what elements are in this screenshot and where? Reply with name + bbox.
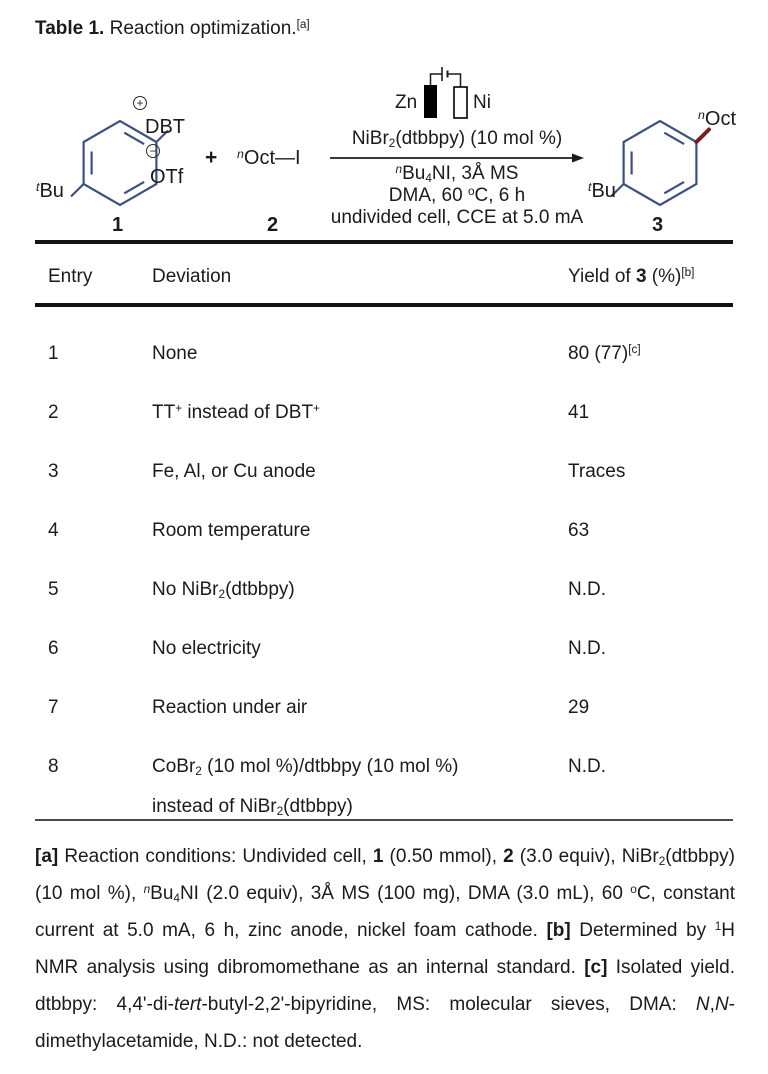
column-header-entry: Entry xyxy=(48,266,93,287)
yield-cell: 80 (77)[c] xyxy=(568,343,641,364)
benzene-ring-3-drawing xyxy=(610,119,711,207)
arrow-head xyxy=(572,153,584,163)
entry-cell: 6 xyxy=(48,638,59,659)
new-c-c-bond xyxy=(694,127,711,144)
dbt-bond xyxy=(155,129,169,143)
table-body: 1 None 80 (77)[c] 2 TT+ instead of DBT+ … xyxy=(0,334,768,818)
zn-electrode-icon xyxy=(424,85,437,118)
entry-cell: 2 xyxy=(48,402,59,423)
entry-cell: 7 xyxy=(48,697,59,718)
battery-electrodes-icon xyxy=(424,67,468,119)
table-row: 2 TT+ instead of DBT+ 41 xyxy=(0,393,768,452)
double-bond xyxy=(123,180,145,195)
deviation-cell: Room temperature xyxy=(152,520,311,541)
yield-cell: N.D. xyxy=(568,638,606,659)
table-row: 8 CoBr2 (10 mol %)/dtbbpy (10 mol %)inst… xyxy=(0,747,768,818)
right-wire xyxy=(447,73,462,87)
additive-line: nBu4NI, 3Å MS xyxy=(395,163,519,186)
plus-charge-sign: + xyxy=(136,96,144,110)
table-row: 1 None 80 (77)[c] xyxy=(0,334,768,393)
electrochemical-cell: Zn Ni xyxy=(385,66,515,130)
dbt-label: DBT xyxy=(145,116,185,138)
deviation-cell: CoBr2 (10 mol %)/dtbbpy (10 mol %)instea… xyxy=(152,756,459,819)
oct-label: nOct xyxy=(698,107,737,130)
anode-label: Zn xyxy=(395,92,418,113)
tbu-bond xyxy=(610,183,625,198)
tbu-label: tBu xyxy=(588,179,616,202)
yield-cell: 63 xyxy=(568,520,590,541)
table-title: Table 1. Reaction optimization.[a] xyxy=(35,18,310,39)
cell-current-line: undivided cell, CCE at 5.0 mA xyxy=(330,207,584,228)
deviation-cell: Fe, Al, or Cu anode xyxy=(152,461,316,482)
column-header-deviation: Deviation xyxy=(152,266,232,287)
entry-cell: 4 xyxy=(48,520,59,541)
yield-cell: 29 xyxy=(568,697,590,718)
alkyl-iodide-label: nOct—I xyxy=(237,146,301,169)
yield-cell: N.D. xyxy=(568,579,606,600)
reaction-arrow xyxy=(330,153,584,163)
entry-cell: 8 xyxy=(48,756,59,777)
compound-number-1: 1 xyxy=(112,214,124,236)
tbu-label: tBu xyxy=(36,179,64,202)
otf-label: OTf xyxy=(150,166,184,188)
thin-rule-bottom xyxy=(35,819,733,821)
double-bond xyxy=(123,131,145,146)
entry-cell: 1 xyxy=(48,343,59,364)
plus-charge-icon: + xyxy=(133,96,147,110)
cathode-label: Ni xyxy=(473,92,491,113)
table-footnote: [a] Reaction conditions: Undivided cell,… xyxy=(35,846,735,1052)
minus-charge-sign: − xyxy=(149,144,157,158)
table-row: 5 No NiBr2(dtbbpy) N.D. xyxy=(0,570,768,629)
yield-cell: N.D. xyxy=(568,756,606,777)
catalyst-line: NiBr2(dtbbpy) (10 mol %) xyxy=(351,128,563,151)
minus-charge-icon: − xyxy=(146,144,160,158)
deviation-cell: Reaction under air xyxy=(152,697,308,718)
benzene-ring-1-drawing xyxy=(70,119,169,207)
double-bond xyxy=(663,131,685,146)
benzene-ring xyxy=(622,119,698,207)
product-structure: nOct tBu 3 xyxy=(588,88,768,248)
table-row: 7 Reaction under air 29 xyxy=(0,688,768,747)
left-wire xyxy=(429,73,442,85)
deviation-cell: TT+ instead of DBT+ xyxy=(152,402,320,423)
table-row: 6 No electricity N.D. xyxy=(0,629,768,688)
table-row: 3 Fe, Al, or Cu anode Traces xyxy=(0,452,768,511)
yield-cell: 41 xyxy=(568,402,590,423)
yield-cell: Traces xyxy=(568,461,626,482)
deviation-cell: No electricity xyxy=(152,638,261,659)
plus-sign: + xyxy=(205,146,218,169)
deviation-cell: No NiBr2(dtbbpy) xyxy=(152,579,295,602)
table-row: 4 Room temperature 63 xyxy=(0,511,768,570)
column-header-yield: Yield of 3 (%)[b] xyxy=(568,266,695,287)
reaction-scheme: + DBT − OTf tBu 1 + nOct—I 2 Zn Ni xyxy=(0,60,768,250)
double-bond xyxy=(663,180,685,195)
thick-rule-top xyxy=(35,240,733,244)
entry-cell: 5 xyxy=(48,579,59,600)
deviation-cell: None xyxy=(152,343,198,364)
ni-electrode-icon xyxy=(453,86,468,119)
compound-number-3: 3 xyxy=(652,214,664,236)
thick-rule-header xyxy=(35,303,733,307)
solvent-line: DMA, 60 oC, 6 h xyxy=(388,185,526,206)
compound-number-2: 2 xyxy=(267,214,279,236)
tbu-bond xyxy=(70,183,85,198)
entry-cell: 3 xyxy=(48,461,59,482)
reactant1-structure: + DBT − OTf tBu 1 xyxy=(30,88,230,248)
